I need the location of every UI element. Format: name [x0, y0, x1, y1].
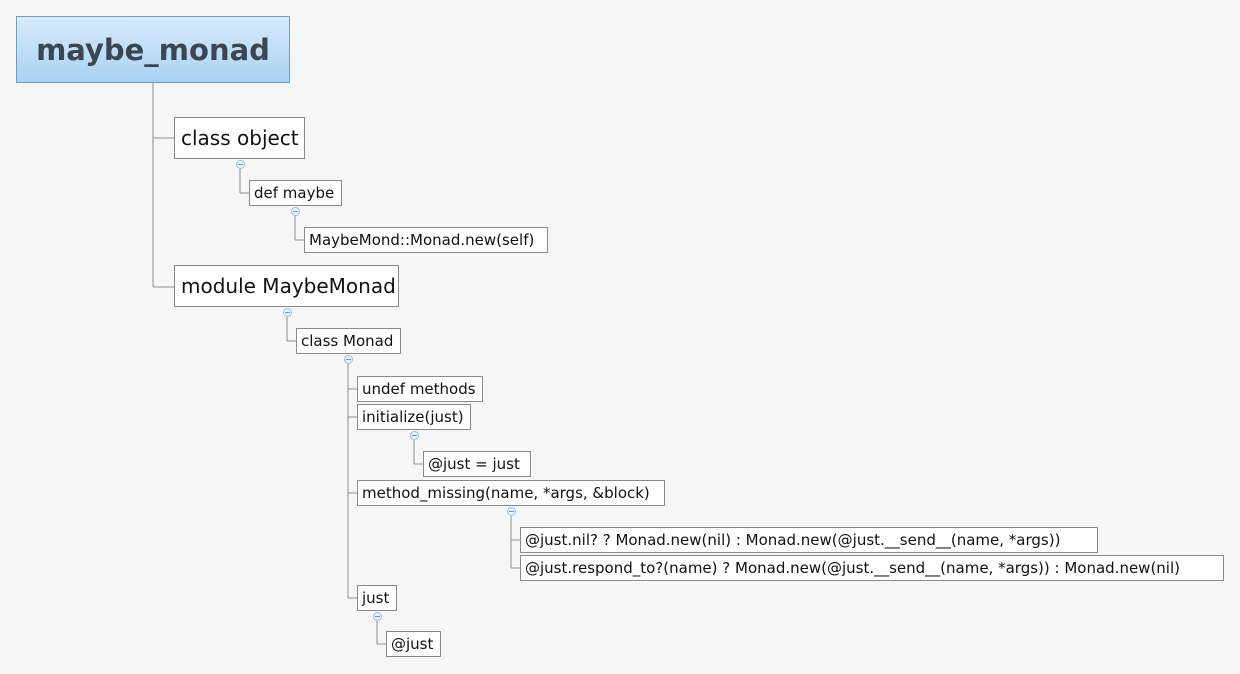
- topic-class-monad[interactable]: class Monad: [296, 328, 401, 354]
- topic-undef-methods[interactable]: undef methods: [357, 376, 483, 402]
- topic-mm-nil[interactable]: @just.nil? ? Monad.new(nil) : Monad.new(…: [520, 527, 1098, 553]
- topic-class-object[interactable]: class object: [174, 117, 305, 159]
- collapse-toggle-icon[interactable]: [507, 507, 516, 516]
- collapse-toggle-icon[interactable]: [236, 160, 245, 169]
- root-topic[interactable]: maybe_monad: [16, 16, 290, 83]
- topic-mm-respond[interactable]: @just.respond_to?(name) ? Monad.new(@jus…: [520, 555, 1224, 581]
- topic-just[interactable]: just: [357, 585, 397, 611]
- topic-just-ivar[interactable]: @just: [386, 631, 441, 657]
- topic-initialize[interactable]: initialize(just): [357, 404, 471, 430]
- topic-def-maybe[interactable]: def maybe: [249, 180, 342, 206]
- collapse-toggle-icon[interactable]: [373, 612, 382, 621]
- collapse-toggle-icon[interactable]: [410, 431, 419, 440]
- topic-method-missing[interactable]: method_missing(name, *args, &block): [357, 480, 665, 506]
- collapse-toggle-icon[interactable]: [344, 355, 353, 364]
- topic-just-assign[interactable]: @just = just: [423, 451, 531, 477]
- topic-maybemond-new[interactable]: MaybeMond::Monad.new(self): [304, 227, 548, 253]
- collapse-toggle-icon[interactable]: [291, 207, 300, 216]
- topic-module-maybemonad[interactable]: module MaybeMonad: [174, 265, 399, 307]
- collapse-toggle-icon[interactable]: [283, 308, 292, 317]
